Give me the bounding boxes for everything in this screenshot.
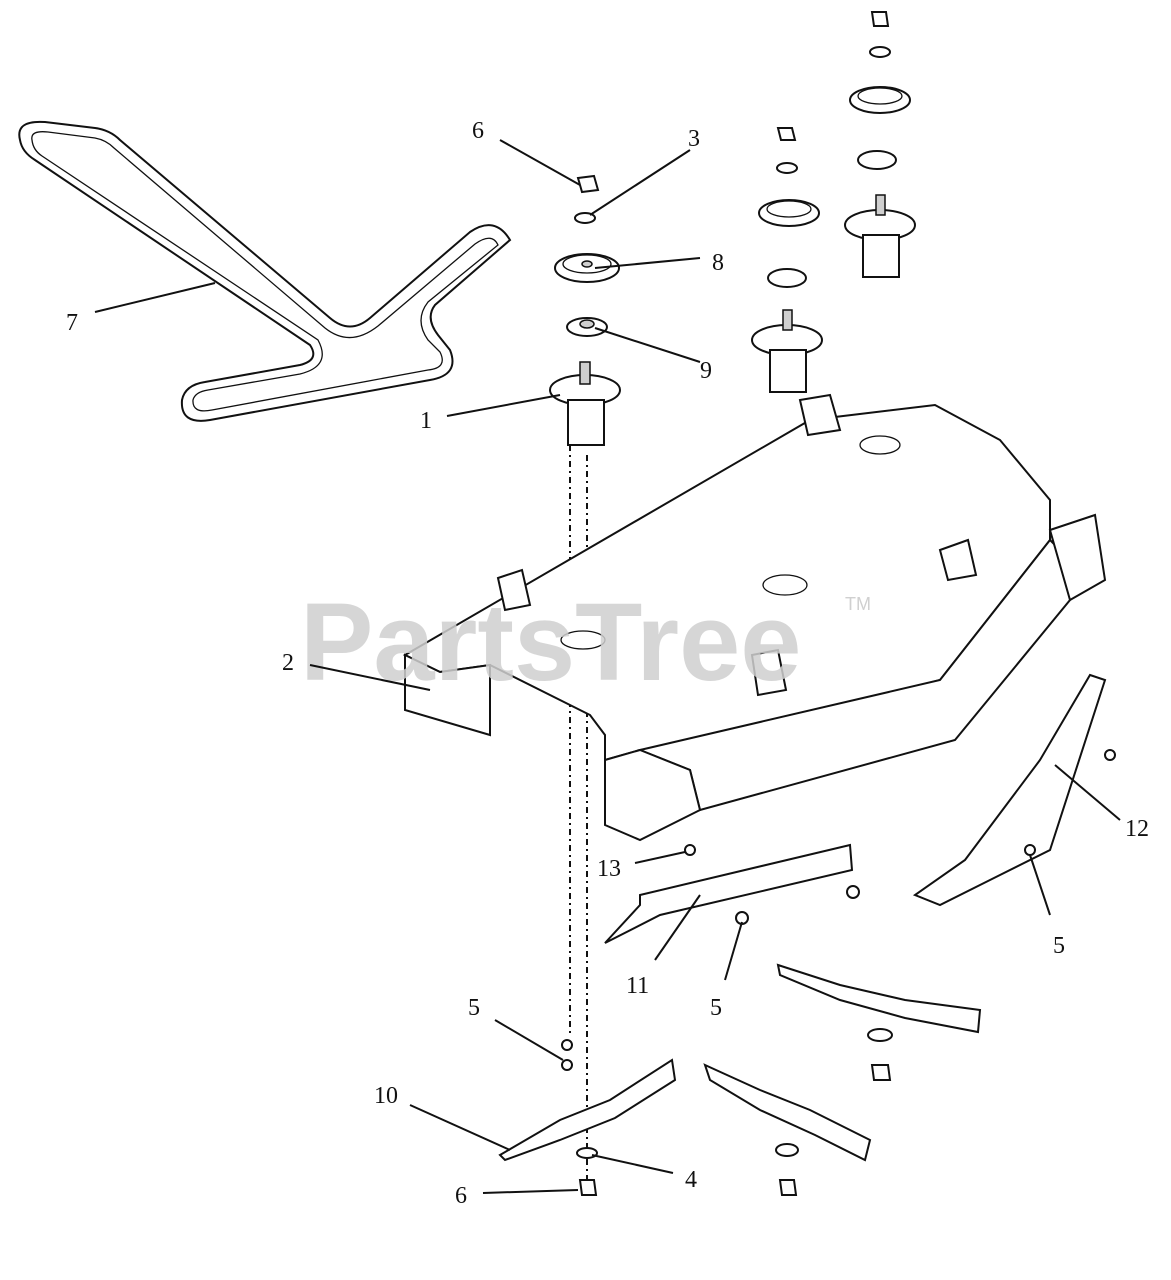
washer-top[interactable] bbox=[574, 212, 596, 224]
callout-5-left: 5 bbox=[468, 995, 480, 1021]
center-spindle-stack[interactable] bbox=[751, 127, 823, 393]
callout-11: 11 bbox=[626, 973, 649, 999]
blade-left[interactable] bbox=[498, 1058, 677, 1162]
watermark-brand: PartsTree bbox=[300, 581, 801, 704]
callout-4: 4 bbox=[685, 1167, 697, 1193]
callout-3: 3 bbox=[688, 126, 700, 152]
callout-12: 12 bbox=[1125, 816, 1149, 842]
mower-deck[interactable] bbox=[402, 393, 1107, 842]
left-spindle-stack[interactable] bbox=[549, 174, 621, 1180]
hex-nut-top[interactable] bbox=[576, 174, 600, 194]
baffle-front[interactable] bbox=[604, 843, 854, 944]
hardware bbox=[561, 749, 1116, 1196]
callout-9: 9 bbox=[700, 358, 712, 384]
right-spindle-stack[interactable] bbox=[844, 11, 916, 278]
baffle-side[interactable] bbox=[912, 673, 1107, 907]
callout-10: 10 bbox=[374, 1083, 398, 1109]
leader-lines bbox=[94, 139, 1121, 1194]
pulley-left[interactable] bbox=[554, 253, 620, 283]
callout-5-right: 5 bbox=[1053, 933, 1065, 959]
callout-6-bottom: 6 bbox=[455, 1183, 467, 1209]
watermark-trademark: TM bbox=[845, 594, 871, 614]
blade-right[interactable] bbox=[776, 963, 982, 1034]
blade-center[interactable] bbox=[703, 1063, 872, 1162]
callout-7: 7 bbox=[66, 310, 78, 336]
callout-2: 2 bbox=[282, 650, 294, 676]
drive-belt[interactable] bbox=[18, 120, 512, 422]
callout-8: 8 bbox=[712, 250, 724, 276]
callout-5-center: 5 bbox=[710, 995, 722, 1021]
callout-6-top: 6 bbox=[472, 118, 484, 144]
callout-13: 13 bbox=[597, 856, 621, 882]
callout-1: 1 bbox=[420, 408, 432, 434]
